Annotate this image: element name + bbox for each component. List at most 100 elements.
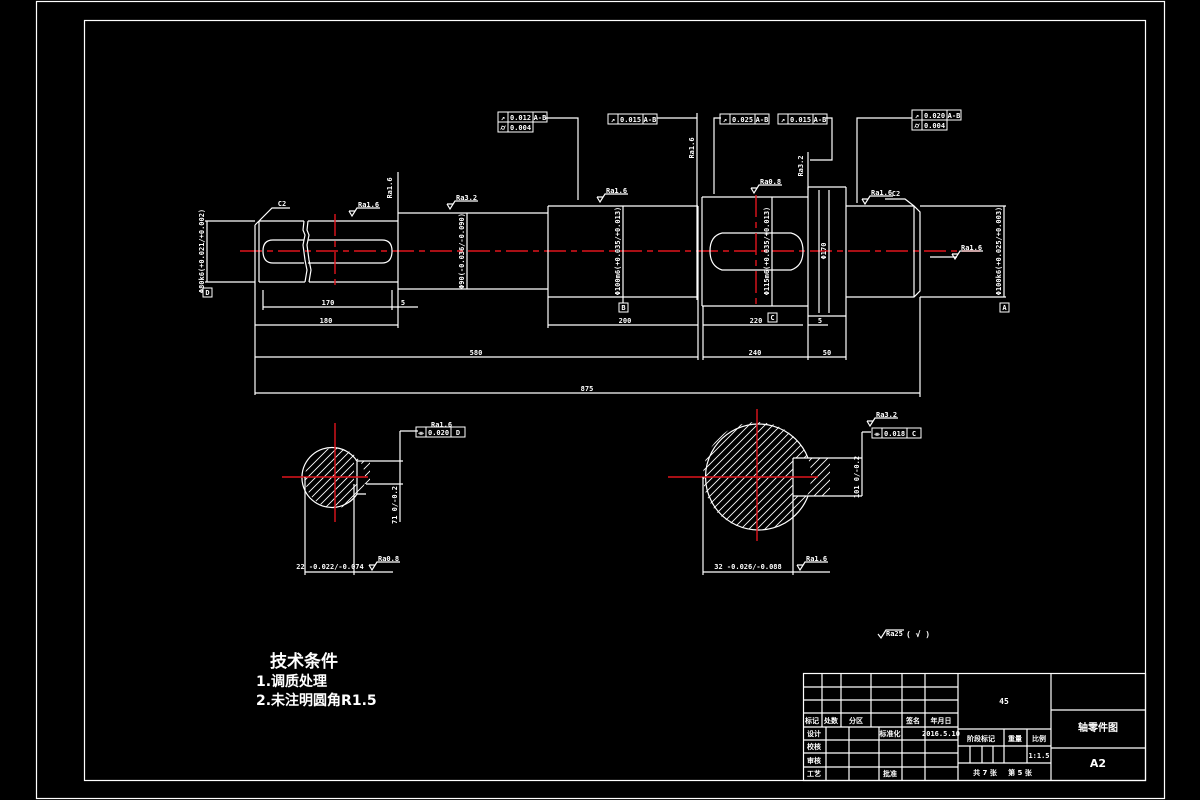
general-roughness: Ra25 ( √ ) bbox=[877, 629, 930, 640]
diameter-labels: Φ80k6(+0.021/+0.002) Φ90(-0.036/-0.090) … bbox=[198, 207, 1003, 296]
roughness-value: Ra1.6 bbox=[358, 201, 379, 209]
segment-5-collar bbox=[807, 186, 847, 317]
tolerance-symbol-icon: ⌯ bbox=[873, 430, 880, 438]
tolerance-symbol-icon: ↗ bbox=[611, 116, 615, 124]
drawing-title: 轴零件图 bbox=[1078, 721, 1118, 734]
datum-d: D bbox=[205, 289, 209, 297]
tolerance-symbol-icon: ↗ bbox=[501, 114, 505, 122]
roughness-symbol-icon bbox=[796, 561, 828, 572]
row-label-process: 工艺 bbox=[807, 769, 821, 778]
roughness-symbol-icon bbox=[861, 195, 893, 206]
weight-label: 重量 bbox=[1008, 734, 1022, 743]
vnote-1: Ra1.6 bbox=[386, 177, 394, 198]
roughness-value: Ra0.8 bbox=[760, 178, 781, 186]
scale-value: 1:1.5 bbox=[1028, 752, 1049, 760]
dia-label-2: Φ90(-0.036/-0.090) bbox=[458, 213, 466, 289]
roughness-symbols: Ra1.6Ra3.2Ra1.6Ra0.8Ra1.6Ra1.6Ra1.6Ra0.8… bbox=[348, 178, 983, 572]
roughness-value: Ra1.6 bbox=[431, 421, 452, 429]
design-date: 2016.5.10 bbox=[922, 730, 960, 738]
rev-header-4: 签名 bbox=[905, 716, 920, 725]
tolerance-symbol-icon: ↗ bbox=[781, 116, 785, 124]
tech-item-2: 2.未注明圆角R1.5 bbox=[256, 692, 377, 709]
inner-border bbox=[83, 19, 1147, 782]
tolerance-leaders bbox=[397, 113, 957, 300]
dim-50: 50 bbox=[823, 349, 831, 357]
roughness-value: Ra1.6 bbox=[806, 555, 827, 563]
break-line-1 bbox=[302, 220, 308, 283]
tolerance-datum: D bbox=[456, 429, 460, 437]
section-1-depth: 71 0/-0.2 bbox=[391, 486, 399, 524]
tolerance-symbol-icon: ⌭ bbox=[499, 124, 506, 132]
row-label-design: 设计 bbox=[807, 729, 821, 738]
dim-875: 875 bbox=[581, 385, 594, 393]
scale-label: 比例 bbox=[1032, 734, 1046, 743]
hatch-line bbox=[703, 421, 741, 531]
tolerance-value: 0.004 bbox=[510, 124, 531, 132]
tolerance-value: 0.015 bbox=[790, 116, 811, 124]
roughness-value: Ra3.2 bbox=[876, 411, 897, 419]
dimension-lines bbox=[205, 190, 1006, 397]
hatch-line bbox=[305, 448, 333, 508]
tolerance-symbol-icon: ⌭ bbox=[913, 122, 920, 130]
tolerance-value: 0.020 bbox=[924, 112, 945, 120]
hatch-line bbox=[371, 445, 436, 510]
tolerance-symbol-icon: ↗ bbox=[723, 116, 727, 124]
rev-header-0: 标记 bbox=[804, 716, 819, 725]
dim-220: 220 bbox=[750, 317, 763, 325]
tech-heading: 技术条件 bbox=[270, 651, 338, 672]
datum-b: B bbox=[621, 304, 625, 312]
section-1-width: 22 -0.022/-0.074 bbox=[296, 563, 363, 571]
datum-markers: D B C A bbox=[202, 287, 1010, 323]
hatch-line bbox=[338, 448, 370, 508]
title-block: 45 轴零件图 A2 阶段标记 重量 比例 1:1.5 共 7 张 第 5 张 … bbox=[802, 672, 1147, 782]
dim-170: 170 bbox=[322, 299, 335, 307]
roughness-symbol-icon bbox=[446, 200, 478, 211]
dia-label-4: Φ115m6(+0.035/+0.013) bbox=[763, 207, 771, 296]
tolerance-value: 0.018 bbox=[884, 430, 905, 438]
tolerance-frame: ⌯ 0.018 C bbox=[871, 427, 922, 439]
tolerance-datum: A-B bbox=[644, 116, 657, 124]
tolerance-symbol-icon: ⌯ bbox=[417, 429, 424, 437]
material: 45 bbox=[999, 697, 1009, 706]
row-label-approve: 批准 bbox=[883, 769, 897, 778]
row-label-standard: 标准化 bbox=[879, 729, 901, 738]
roughness-value: Ra1.6 bbox=[606, 187, 627, 195]
dia-label-1: Φ80k6(+0.021/+0.002) bbox=[198, 209, 206, 293]
tolerance-datum: C bbox=[912, 430, 916, 438]
chamfer-left: C2 bbox=[278, 200, 286, 208]
rev-header-1: 处数 bbox=[823, 716, 839, 725]
keyway-1 bbox=[262, 239, 393, 264]
datum-a: A bbox=[1002, 304, 1007, 312]
sheet-count: 共 7 张 bbox=[973, 768, 998, 777]
outer-border bbox=[35, 0, 1166, 800]
chamfer-callouts: C2 C2 bbox=[258, 190, 915, 222]
stage-label: 阶段标记 bbox=[967, 734, 995, 743]
section-2-depth: 101 0/-0.2 bbox=[853, 456, 861, 498]
roughness-symbol-icon bbox=[348, 207, 380, 218]
tolerance-frame: ⌭ 0.004 bbox=[497, 121, 534, 133]
dim-200: 200 bbox=[619, 317, 632, 325]
sheet-size: A2 bbox=[1090, 757, 1106, 770]
dim-180: 180 bbox=[320, 317, 333, 325]
tolerance-datum: A-B bbox=[814, 116, 827, 124]
vertical-notes: Ra1.6 Ra1.6 Ra3.2 bbox=[386, 137, 805, 198]
vnote-3: Ra3.2 bbox=[797, 155, 805, 176]
roughness-symbol-icon bbox=[368, 561, 400, 572]
dia-label-3: Φ100m6(+0.035/+0.013) bbox=[614, 207, 622, 296]
segment-6-outline bbox=[846, 205, 921, 298]
shaft-main-view bbox=[240, 186, 980, 317]
keyway-2 bbox=[709, 232, 804, 271]
general-roughness-symbol: Ra25 bbox=[886, 630, 903, 638]
tolerance-frame: ⌭0.004 bbox=[911, 119, 948, 131]
dia-label-6: Φ100k6(+0.025/+0.003) bbox=[995, 207, 1003, 296]
tolerance-symbol-icon: ↗ bbox=[915, 112, 919, 120]
general-roughness-note: ( √ ) bbox=[906, 630, 930, 639]
row-label-review: 审核 bbox=[807, 756, 821, 765]
roughness-symbol-icon bbox=[951, 250, 983, 261]
tolerance-value: 0.020 bbox=[428, 429, 449, 437]
segment-4-outline bbox=[697, 196, 808, 307]
roughness-value: Ra0.8 bbox=[378, 555, 399, 563]
